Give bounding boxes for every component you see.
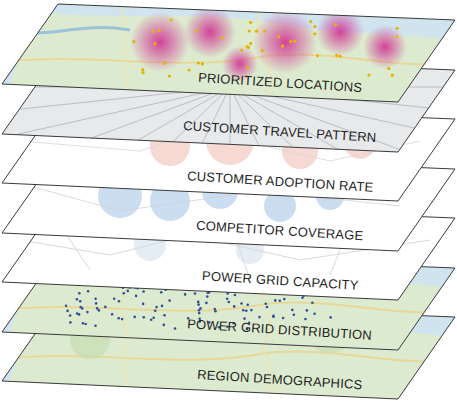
layer-outline	[0, 2, 457, 104]
map-layer: PRIORITIZED LOCATIONS	[0, 2, 457, 104]
